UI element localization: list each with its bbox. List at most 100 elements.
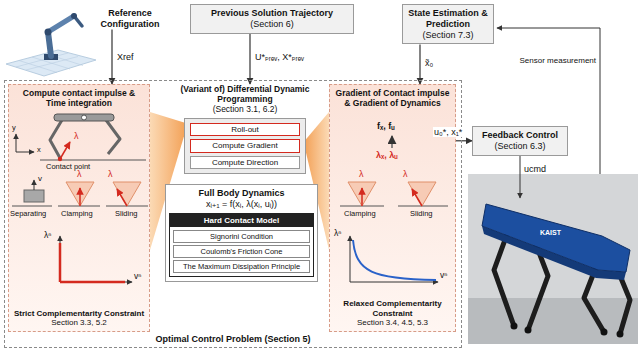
axis-label: vⁿ — [134, 272, 141, 282]
algorithm-box: (Variant of) Differential Dynamic Progra… — [170, 84, 320, 174]
dynamics-box: Full Body Dynamicsxᵢ₊₁ = f(xᵢ, λ(xᵢ, uᵢ)… — [165, 184, 318, 282]
contact-figure — [350, 282, 438, 283]
contact-figure — [353, 240, 436, 280]
force-symbol: λ — [108, 169, 113, 179]
signal-wire — [497, 28, 600, 198]
contact-figure — [79, 188, 81, 206]
node-heading: Reference Configuration — [92, 8, 168, 30]
contact-figure — [82, 115, 87, 120]
mode-label: Clamping — [61, 210, 93, 219]
figure-label: Contact point — [46, 163, 90, 172]
condition-box: Signorini Condition — [173, 230, 310, 243]
node-heading: Feedback Control — [477, 130, 563, 141]
contact-figure — [54, 114, 114, 121]
contact-figure — [12, 114, 148, 282]
contact-region: Compute contact impulse & Time integrati… — [8, 84, 150, 332]
force-symbol: λ — [77, 169, 82, 179]
velocity-symbol: v — [38, 174, 42, 183]
node-heading: (Variant of) Differential Dynamic Progra… — [170, 84, 320, 104]
gradient-symbol: λₓ, λᵤ — [376, 150, 398, 160]
contact-figure — [340, 136, 448, 282]
signal-label: Xref — [116, 52, 135, 62]
signal-label: Sensor measurement — [520, 56, 596, 65]
force-symbol: λ — [74, 131, 79, 141]
contact-figure — [40, 160, 146, 161]
contact-figure — [361, 188, 363, 206]
axis-label: λⁿ — [334, 229, 341, 239]
connector-arrow — [249, 34, 250, 84]
node-heading: Previous Solution Trajectory — [195, 8, 349, 19]
force-symbol: λ — [403, 169, 408, 179]
axis-label: x — [37, 146, 41, 155]
contact-figure — [340, 206, 448, 207]
robot-photo — [468, 174, 638, 344]
node-heading: The Maximum Dissipation Principle — [176, 262, 307, 271]
node-heading: Optimal Control Problem (Section 5) — [5, 334, 461, 345]
process-box: Previous Solution Trajectory(Section 6) — [190, 4, 354, 34]
robot-arm-illustration — [48, 32, 51, 56]
contact-figure — [34, 180, 35, 190]
node-frame: Signorini ConditionCoulomb's Friction Co… — [170, 227, 313, 276]
node-heading: Hard Contact Model — [170, 214, 313, 228]
contact-figure — [391, 136, 393, 148]
node-text: (Section 6.3) — [477, 141, 563, 152]
node-heading: Compute contact impulse & Time integrati… — [12, 88, 146, 108]
step-box: Compute Gradient — [190, 139, 300, 153]
node-text: Strict Complementarity Constraint — [12, 309, 146, 319]
connector-group — [112, 30, 472, 141]
contact-figure — [348, 182, 376, 206]
contact-figure — [350, 236, 351, 282]
contact-figure — [16, 152, 34, 153]
force-symbol: λ — [359, 169, 364, 179]
robot-arm-illustration — [45, 29, 52, 36]
node-text: xᵢ₊₁ = f(xᵢ, λ(xᵢ, uᵢ)) — [169, 199, 314, 210]
figure-title: Reference Configuration — [92, 8, 168, 30]
region-fill — [329, 84, 456, 332]
step-box: Roll-out — [190, 123, 300, 137]
signal-label: ucmd — [524, 164, 546, 174]
node-heading: Gradient of Contact impulse & Gradient o… — [333, 88, 452, 108]
axis-label: λⁿ — [44, 231, 51, 241]
region-fill — [8, 84, 456, 332]
contact-figure — [113, 182, 141, 206]
mode-label: Clamping — [344, 210, 376, 219]
node-heading: State Estimation & Prediction — [407, 8, 489, 30]
signal-label: u₀*, x₁* — [433, 127, 463, 137]
gradient-symbol: fₓ, fᵤ — [377, 121, 395, 131]
signal-wire — [520, 156, 521, 198]
node-text: (Section 6) — [195, 19, 349, 30]
robot-photo — [468, 298, 638, 344]
robot-photo — [525, 327, 532, 334]
node-heading: Roll-out — [193, 125, 297, 135]
signal-label: U*ₚᵣₑᵥ, X*ₚᵣₑᵥ — [254, 52, 305, 62]
node-text: (Section 3.1, 6.2) — [170, 104, 320, 114]
node-heading: Coulomb's Friction Cone — [176, 247, 307, 256]
node-heading: Compute Gradient — [193, 141, 297, 151]
contact-figure — [66, 182, 94, 206]
node-heading: Compute Direction — [193, 158, 297, 168]
robot-photo — [601, 329, 608, 336]
contact-figure — [50, 120, 62, 158]
axis-label: vⁿ — [440, 271, 447, 281]
node-frame: Hard Contact ModelSignorini ConditionCou… — [169, 213, 314, 278]
contact-figure — [60, 142, 70, 159]
contact-figure — [412, 189, 422, 206]
node-frame: Roll-outCompute GradientCompute Directio… — [184, 118, 306, 175]
signal-label: x̃₀ — [424, 58, 434, 68]
contact-figure — [16, 134, 17, 152]
node-heading: Signorini Condition — [176, 232, 307, 241]
process-box: Feedback Control(Section 6.3) — [472, 126, 568, 156]
region-fill — [8, 84, 150, 332]
connector-arrow — [456, 140, 472, 141]
condition-box: Coulomb's Friction Cone — [173, 245, 310, 258]
mode-label: Sliding — [410, 210, 433, 219]
robot-arm-illustration — [6, 13, 96, 76]
node-heading: Full Body Dynamics — [169, 188, 314, 199]
contact-figure — [117, 189, 127, 206]
mode-label: Separating — [10, 210, 46, 219]
node-text: Section 3.3, 5.2 — [12, 318, 146, 328]
condition-box: The Maximum Dissipation Principle — [173, 260, 310, 273]
connector-arrow — [419, 44, 420, 84]
